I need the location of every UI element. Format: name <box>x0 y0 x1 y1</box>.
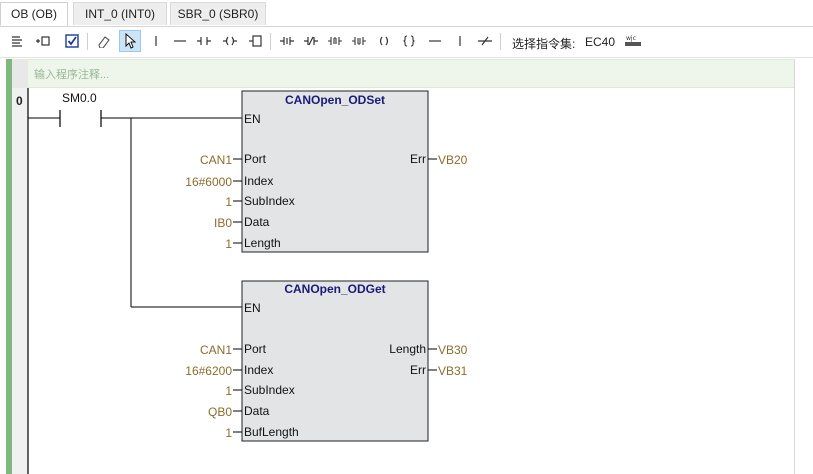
block-canopen-odget[interactable]: CANOpen_ODGet EN CAN1 Port 16#6200 Index… <box>185 280 468 442</box>
param-err[interactable]: VB31 <box>438 364 468 378</box>
network-number: 0 <box>16 94 23 108</box>
pin-buflength: BufLength <box>244 425 299 439</box>
block-body[interactable] <box>241 90 429 253</box>
instruction-set-label: 选择指令集: <box>512 37 576 51</box>
contact-n-icon[interactable] <box>348 30 370 52</box>
vline-icon[interactable] <box>449 30 471 52</box>
pin-index: Index <box>244 174 273 188</box>
toolbar-separator <box>270 33 271 50</box>
pin-err: Err <box>410 152 426 166</box>
pin-en: EN <box>244 301 261 315</box>
param-subindex[interactable]: 1 <box>225 195 232 209</box>
pointer-icon[interactable] <box>119 30 141 52</box>
instruction-set-value[interactable]: EC40 <box>585 35 616 49</box>
block-canopen-odset[interactable]: CANOpen_ODSet EN CAN1 Port 16#6000 Index… <box>185 90 468 253</box>
pin-index: Index <box>244 363 273 377</box>
insert-network-icon[interactable] <box>32 30 54 52</box>
toolbar-separator <box>87 33 88 50</box>
pin-length-out: Length <box>389 342 426 356</box>
coil-icon[interactable] <box>219 30 241 52</box>
param-data[interactable]: QB0 <box>208 405 232 419</box>
tab-ob[interactable]: OB (OB) <box>0 2 68 26</box>
param-length-out[interactable]: VB30 <box>438 343 468 357</box>
coil-alt-icon[interactable] <box>373 30 395 52</box>
contact-sm00[interactable] <box>56 106 106 130</box>
contact-address: SM0.0 <box>62 91 97 105</box>
box-icon[interactable] <box>245 30 267 52</box>
svg-text:wjc: wjc <box>626 35 636 42</box>
block-title: CANOpen_ODGet <box>284 282 385 296</box>
program-comment-row[interactable] <box>28 59 804 88</box>
set-coil-icon[interactable] <box>398 30 420 52</box>
pin-subindex: SubIndex <box>244 194 295 208</box>
vertical-line-icon[interactable] <box>145 30 167 52</box>
pin-data: Data <box>244 404 270 418</box>
tab-sbr0[interactable]: SBR_0 (SBR0) <box>170 2 266 25</box>
checkbox-icon[interactable] <box>61 30 83 52</box>
ladder-toolbar: wjc <box>0 27 813 58</box>
editor-right-border <box>794 59 795 474</box>
tab-bar: OB (OB) INT_0 (INT0) SBR_0 (SBR0) <box>0 0 813 27</box>
pin-length: Length <box>244 236 281 250</box>
contact-no-icon[interactable] <box>193 30 215 52</box>
vertical-scrollbar[interactable] <box>795 59 813 474</box>
pin-en: EN <box>244 112 261 126</box>
pin-data: Data <box>244 215 270 229</box>
param-port[interactable]: CAN1 <box>200 343 232 357</box>
toolbar-separator <box>500 33 501 50</box>
tab-int0[interactable]: INT_0 (INT0) <box>73 2 167 25</box>
network-status-bar <box>6 59 12 474</box>
param-buflength[interactable]: 1 <box>225 426 232 440</box>
param-err[interactable]: VB20 <box>438 153 468 167</box>
param-index[interactable]: 16#6000 <box>185 175 232 189</box>
align-left-icon[interactable] <box>6 30 28 52</box>
block-title: CANOpen_ODSet <box>285 93 385 107</box>
not-icon[interactable] <box>474 30 496 52</box>
param-data[interactable]: IB0 <box>214 216 232 230</box>
block-body[interactable] <box>241 280 429 442</box>
contact-pos-edge-icon[interactable] <box>276 30 298 52</box>
param-subindex[interactable]: 1 <box>225 384 232 398</box>
horizontal-line-icon[interactable] <box>169 30 191 52</box>
editor-gutter-lower <box>12 88 28 474</box>
line-icon[interactable] <box>424 30 446 52</box>
param-port[interactable]: CAN1 <box>200 153 232 167</box>
param-index[interactable]: 16#6200 <box>185 364 232 378</box>
pin-subindex: SubIndex <box>244 383 295 397</box>
pin-port: Port <box>244 152 267 166</box>
pin-err: Err <box>410 363 426 377</box>
program-comment-input[interactable]: 输入程序注释... <box>34 69 110 81</box>
pin-port: Port <box>244 342 267 356</box>
contact-neg-edge-icon[interactable] <box>300 30 322 52</box>
eraser-icon[interactable] <box>93 30 115 52</box>
wjc-icon[interactable]: wjc <box>621 30 645 52</box>
contact-p-icon[interactable] <box>324 30 346 52</box>
param-length[interactable]: 1 <box>225 237 232 251</box>
